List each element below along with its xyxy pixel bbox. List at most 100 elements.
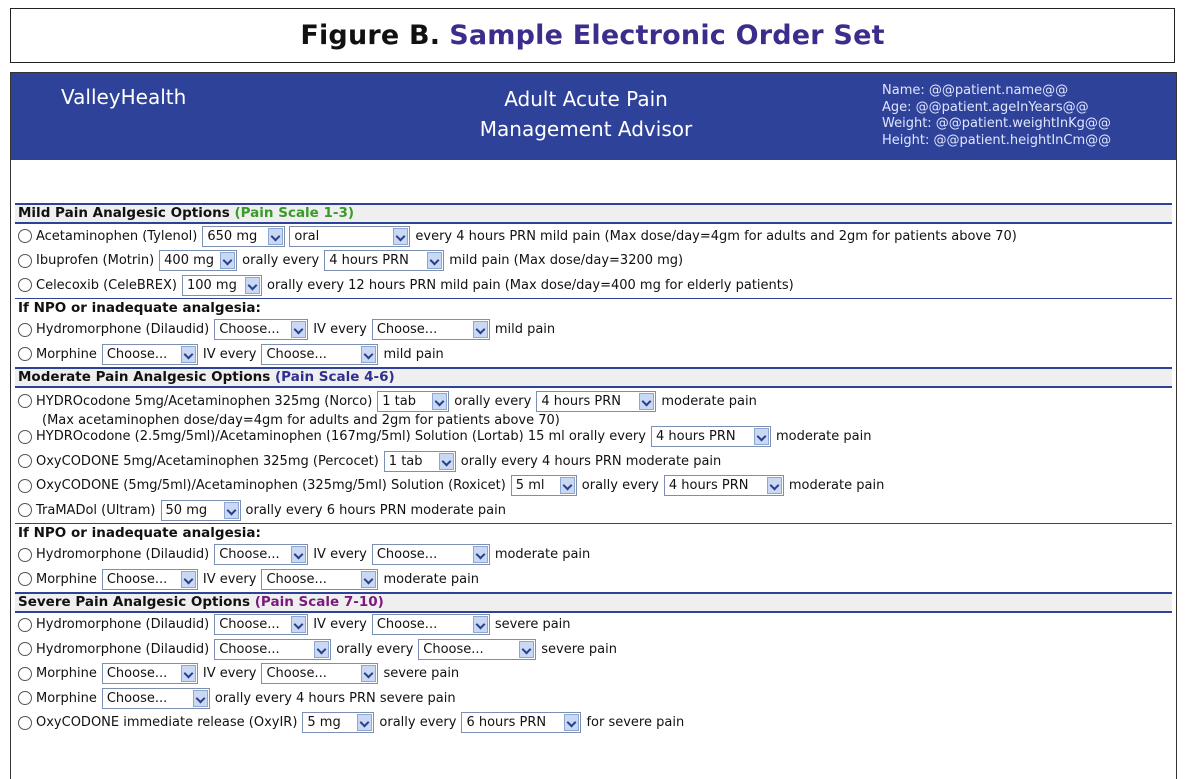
severe-morphine-oral-instructions: orally every 4 hours PRN severe pain [214, 690, 456, 706]
moderate-hydromorphone-radio[interactable] [18, 547, 32, 562]
acetaminophen-dose-select[interactable]: 650 mg [202, 225, 286, 247]
lortab-frequency-select[interactable]: 4 hours PRN [650, 426, 771, 448]
percocet-radio[interactable] [18, 454, 32, 469]
severe-hydromorphone-oral-dose-select[interactable]: Choose... [214, 638, 332, 660]
mild-morphine-indication: mild pain [383, 346, 444, 362]
mild-hydromorphone-dose-select[interactable]: Choose... [214, 319, 309, 341]
severe-morphine-iv-dose-select[interactable]: Choose... [101, 663, 198, 685]
tramadol-radio[interactable] [18, 503, 32, 518]
norco-radio[interactable] [18, 393, 32, 408]
ibuprofen-instructions: mild pain (Max dose/day=3200 mg) [449, 253, 684, 269]
roxicet-label: OxyCODONE (5mg/5ml)/Acetaminophen (325mg… [36, 478, 506, 494]
chevron-down-icon [753, 428, 769, 446]
mild-hydromorphone-frequency-select[interactable]: Choose... [371, 319, 490, 341]
order-row-acetaminophen: Acetaminophen (Tylenol) 650 mg oral ever… [15, 224, 1172, 249]
norco-indication: moderate pain [661, 393, 757, 409]
percocet-dose-select[interactable]: 1 tab [383, 450, 456, 472]
severe-hydromorphone-oral-frequency-select[interactable]: Choose... [418, 638, 537, 660]
norco-dose-select[interactable]: 1 tab [377, 390, 450, 412]
chevron-down-icon [361, 345, 377, 363]
moderate-morphine-dose-select[interactable]: Choose... [101, 568, 198, 590]
severe-morphine-iv-frequency-select[interactable]: Choose... [261, 663, 379, 685]
order-row-severe-hydromorphone-oral: Hydromorphone (Dilaudid) Choose... orall… [15, 637, 1172, 662]
severe-hydromorphone-oral-indication: severe pain [541, 641, 617, 657]
roxicet-radio[interactable] [18, 478, 32, 493]
figure-title: Figure B. Sample Electronic Order Set [10, 8, 1175, 63]
lortab-indication: moderate pain [775, 429, 872, 445]
moderate-hydromorphone-frequency-select[interactable]: Choose... [371, 544, 490, 566]
celecoxib-radio[interactable] [18, 278, 32, 293]
chevron-down-icon [472, 321, 488, 339]
chevron-down-icon [223, 501, 239, 519]
roxicet-dose-select[interactable]: 5 ml [510, 475, 577, 497]
norco-route: orally every [454, 393, 532, 409]
mild-morphine-dose-select[interactable]: Choose... [101, 343, 198, 365]
order-row-mild-morphine: Morphine Choose... IV every Choose... mi… [15, 342, 1172, 367]
mild-hydromorphone-route: IV every [313, 322, 367, 338]
roxicet-frequency-select[interactable]: 4 hours PRN [663, 475, 784, 497]
lortab-label: HYDROcodone (2.5mg/5ml)/Acetaminophen (1… [36, 429, 646, 445]
chevron-down-icon [639, 392, 655, 410]
severe-hydromorphone-oral-route: orally every [336, 641, 414, 657]
severe-morphine-oral-dose-select[interactable]: Choose... [101, 687, 210, 709]
ibuprofen-frequency-select[interactable]: 4 hours PRN [324, 250, 445, 272]
ibuprofen-radio[interactable] [18, 253, 32, 268]
order-row-ibuprofen: Ibuprofen (Motrin) 400 mg orally every 4… [15, 249, 1172, 274]
chevron-down-icon [519, 640, 535, 658]
norco-label: HYDROcodone 5mg/Acetaminophen 325mg (Nor… [36, 393, 373, 409]
app-title: Adult Acute Pain Management Advisor [361, 84, 811, 144]
mild-section-heading: Mild Pain Analgesic Options (Pain Scale … [15, 203, 1172, 224]
chevron-down-icon [427, 252, 443, 270]
severe-hydromorphone-oral-label: Hydromorphone (Dilaudid) [36, 641, 210, 657]
moderate-morphine-frequency-select[interactable]: Choose... [261, 568, 379, 590]
oxyir-indication: for severe pain [586, 715, 685, 731]
severe-heading-text: Severe Pain Analgesic Options [18, 593, 251, 610]
moderate-hydromorphone-dose-select[interactable]: Choose... [214, 544, 309, 566]
figure-label: Figure B. [300, 20, 441, 51]
ibuprofen-label: Ibuprofen (Motrin) [36, 253, 155, 269]
severe-morphine-oral-radio[interactable] [18, 691, 32, 706]
moderate-morphine-radio[interactable] [18, 572, 32, 587]
chevron-down-icon [180, 665, 196, 683]
ibuprofen-dose-select[interactable]: 400 mg [159, 250, 238, 272]
chevron-down-icon [291, 321, 307, 339]
app-header: ValleyHealth Adult Acute Pain Management… [11, 73, 1176, 160]
severe-hydromorphone-oral-radio[interactable] [18, 642, 32, 657]
chevron-down-icon [314, 640, 330, 658]
acetaminophen-radio[interactable] [18, 229, 32, 244]
chevron-down-icon [559, 477, 575, 495]
norco-frequency-select[interactable]: 4 hours PRN [536, 390, 657, 412]
celecoxib-dose-select[interactable]: 100 mg [181, 274, 262, 296]
patient-name: Name: @@patient.name@@ [882, 83, 1069, 98]
acetaminophen-route-select[interactable]: oral [289, 225, 411, 247]
mild-morphine-frequency-select[interactable]: Choose... [261, 343, 379, 365]
mild-morphine-radio[interactable] [18, 347, 32, 362]
mild-hydromorphone-radio[interactable] [18, 322, 32, 337]
chevron-down-icon [564, 714, 580, 732]
severe-hydromorphone-iv-frequency-select[interactable]: Choose... [371, 614, 490, 636]
brand-logo: ValleyHealth [61, 85, 187, 109]
moderate-hydromorphone-indication: moderate pain [494, 547, 591, 563]
moderate-heading-text: Moderate Pain Analgesic Options [18, 368, 271, 385]
figure-name: Sample Electronic Order Set [449, 20, 885, 51]
roxicet-indication: moderate pain [788, 478, 885, 494]
lortab-radio[interactable] [18, 429, 32, 444]
chevron-down-icon [192, 689, 208, 707]
percocet-instructions: orally every 4 hours PRN moderate pain [460, 453, 722, 469]
mild-heading-text: Mild Pain Analgesic Options [18, 205, 230, 221]
tramadol-dose-select[interactable]: 50 mg [160, 499, 241, 521]
patient-weight: Weight: @@patient.weightInKg@@ [882, 116, 1111, 131]
severe-hydromorphone-iv-radio[interactable] [18, 617, 32, 632]
order-row-moderate-hydromorphone: Hydromorphone (Dilaudid) Choose... IV ev… [15, 543, 1172, 568]
order-row-lortab: HYDROcodone (2.5mg/5ml)/Acetaminophen (1… [15, 425, 1172, 450]
moderate-pain-scale: (Pain Scale 4-6) [275, 368, 395, 385]
oxyir-dose-select[interactable]: 5 mg [302, 712, 375, 734]
severe-morphine-iv-radio[interactable] [18, 666, 32, 681]
roxicet-route: orally every [581, 478, 659, 494]
chevron-down-icon [244, 276, 260, 294]
oxyir-frequency-select[interactable]: 6 hours PRN [461, 712, 582, 734]
severe-hydromorphone-iv-dose-select[interactable]: Choose... [214, 614, 309, 636]
oxyir-radio[interactable] [18, 715, 32, 730]
mild-morphine-route: IV every [202, 346, 257, 362]
order-row-mild-hydromorphone: Hydromorphone (Dilaudid) Choose... IV ev… [15, 318, 1172, 343]
